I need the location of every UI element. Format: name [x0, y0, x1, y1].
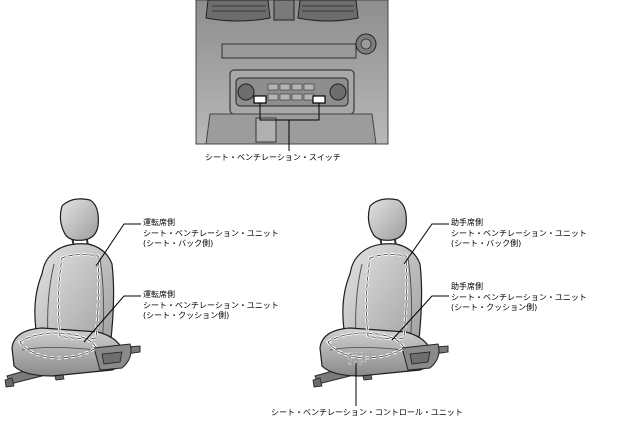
driver-back-unit-label: 運転席側 シート・ベンチレーション・ユニット (シート・バック側): [143, 218, 279, 250]
passenger-cushion-unit-label: 助手席側 シート・ベンチレーション・ユニット (シート・クッション側): [451, 282, 587, 314]
control-unit-label: シート・ベンチレーション・コントロール・ユニット: [271, 408, 463, 419]
passenger-back-unit-label: 助手席側 シート・ベンチレーション・ユニット (シート・バック側): [451, 218, 587, 250]
passenger-seat-illustration: [313, 199, 449, 406]
dashboard-illustration: [196, 0, 388, 151]
driver-seat-illustration: [5, 199, 141, 387]
switch-label: シート・ベンチレーション・スイッチ: [205, 153, 341, 164]
ventilation-switch-right: [313, 96, 325, 103]
driver-cushion-unit-label: 運転席側 シート・ベンチレーション・ユニット (シート・クッション側): [143, 290, 279, 322]
ventilation-switch-left: [254, 96, 266, 103]
